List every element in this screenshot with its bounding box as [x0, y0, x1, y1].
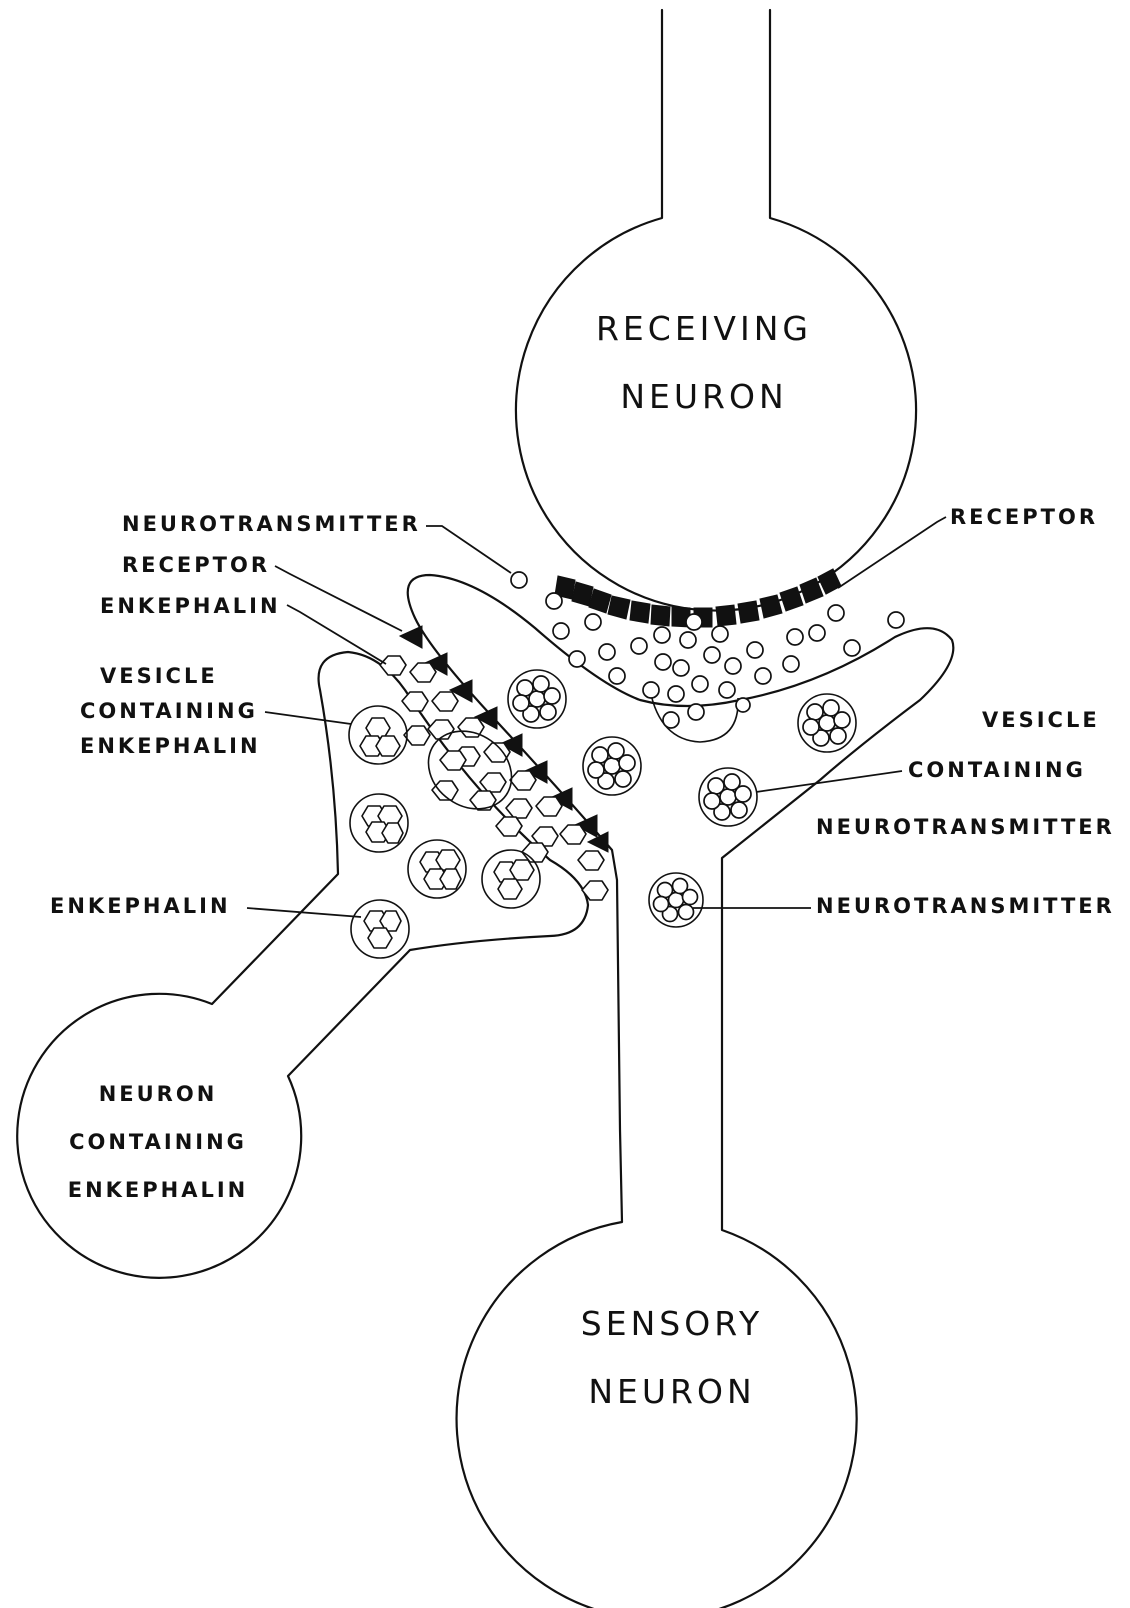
label-vesicle-enkephalin: VESICLE CONTAINING ENKEPHALIN	[80, 664, 351, 758]
vesicle-enk-4	[482, 850, 540, 908]
receiving-neuron: RECEIVING NEURON	[516, 10, 916, 611]
enkephalin-cleft	[380, 656, 608, 900]
enkephalin-neuron-label-line1: NEURON	[99, 1082, 218, 1106]
svg-text:RECEPTOR: RECEPTOR	[122, 553, 270, 577]
vesicle-enk-2	[350, 794, 408, 852]
svg-text:NEUROTRANSMITTER: NEUROTRANSMITTER	[816, 894, 1115, 918]
svg-text:ENKEPHALIN: ENKEPHALIN	[80, 734, 261, 758]
svg-text:NEUROTRANSMITTER: NEUROTRANSMITTER	[122, 512, 421, 536]
sensory-neuron-label-line2: NEURON	[588, 1372, 755, 1411]
vesicle-nt-1	[508, 670, 566, 728]
vesicle-enk-3	[408, 840, 466, 898]
vesicle-enk-5	[351, 900, 409, 958]
vesicle-nt-4	[699, 768, 757, 826]
svg-text:CONTAINING: CONTAINING	[908, 758, 1086, 782]
svg-text:CONTAINING: CONTAINING	[80, 699, 258, 723]
svg-text:VESICLE: VESICLE	[100, 664, 218, 688]
sensory-neuron-label-line1: SENSORY	[581, 1304, 763, 1343]
receiving-neuron-label-line1: RECEIVING	[596, 309, 812, 348]
label-receptor-left: RECEPTOR	[122, 553, 402, 631]
vesicle-enk-1	[349, 706, 407, 764]
svg-text:VESICLE: VESICLE	[982, 708, 1100, 732]
enkephalin-neuron-label-line2: CONTAINING	[69, 1130, 247, 1154]
sensory-neuron: SENSORY NEURON	[408, 575, 954, 1608]
svg-text:ENKEPHALIN: ENKEPHALIN	[100, 594, 281, 618]
svg-text:ENKEPHALIN: ENKEPHALIN	[50, 894, 231, 918]
label-neurotransmitter-bottom: NEUROTRANSMITTER	[693, 894, 1115, 918]
label-receptor-top-right: RECEPTOR	[838, 505, 1098, 588]
vesicle-nt-3	[798, 694, 856, 752]
enkephalin-neuron-label-line3: ENKEPHALIN	[68, 1178, 249, 1202]
svg-text:RECEPTOR: RECEPTOR	[950, 505, 1098, 529]
receiving-neuron-label-line2: NEURON	[620, 377, 787, 416]
vesicle-nt-2	[583, 737, 641, 795]
vesicle-nt-5	[649, 873, 703, 927]
svg-text:NEUROTRANSMITTER: NEUROTRANSMITTER	[816, 815, 1115, 839]
